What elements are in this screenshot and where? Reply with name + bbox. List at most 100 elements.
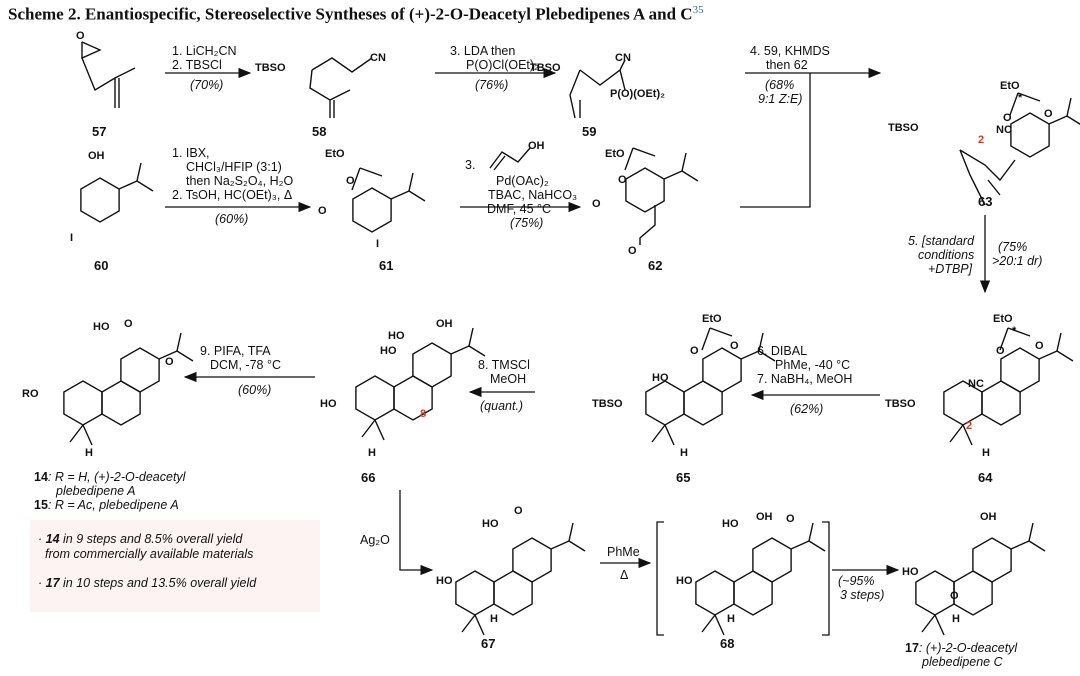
bond: [1028, 522, 1034, 542]
bond: [808, 540, 826, 552]
compound-65-ring-b: [683, 380, 723, 426]
compound-number-58: 58: [312, 124, 327, 139]
atom-label: *: [1018, 92, 1023, 104]
summary-note-box: [30, 520, 320, 612]
note-text: in 9 steps and 8.5% overall yield: [59, 532, 243, 546]
compound-67-ring-b: [493, 570, 533, 616]
atom-label: HO: [388, 330, 405, 342]
bond: [714, 614, 725, 636]
bond: [1048, 115, 1068, 125]
atom-label: I: [70, 232, 74, 244]
note-compound: 14: [45, 532, 60, 546]
compound-number-63: 63: [978, 194, 993, 209]
atom-label: H: [727, 613, 735, 625]
bond: [651, 424, 666, 443]
yield-label: (76%): [475, 78, 509, 92]
bond: [962, 424, 973, 446]
bond: [158, 350, 178, 360]
atom-label: 2: [978, 134, 985, 146]
atom-label: O: [318, 205, 327, 217]
bond: [359, 167, 383, 177]
atom-label: O: [950, 590, 959, 602]
reagent-line: DCM, -78 °C: [210, 358, 281, 372]
atom-label: O: [346, 175, 355, 187]
bracket-right: [822, 521, 830, 636]
reagent-line: then 62: [766, 58, 808, 72]
reagent-line: 4. 59, KHMDS: [750, 44, 830, 58]
yield-label: (75%: [998, 240, 1028, 254]
bond: [568, 540, 586, 552]
caption-17: 17: (+)-2-O-deacetyl: [905, 641, 1017, 655]
bond: [351, 167, 361, 191]
reagent-line: 7. NaBH₄, MeOH: [757, 372, 853, 386]
atom-label: TBSO: [255, 62, 286, 74]
atom-label: H: [368, 447, 376, 459]
caption-17-line2: plebedipene C: [922, 655, 1003, 669]
atom-label: OH: [528, 140, 545, 152]
atom-label: H: [85, 447, 93, 459]
bond: [1056, 332, 1062, 352]
yield-label: (68%: [765, 78, 795, 92]
atom-label: O: [514, 505, 523, 517]
compound-65-ring-a: [645, 380, 685, 426]
atom-label: O: [628, 245, 637, 257]
bond: [1038, 350, 1058, 360]
compound-64-ring-b: [981, 380, 1021, 426]
bond: [1056, 350, 1074, 362]
compound-number-67: 67: [481, 636, 496, 651]
atom-label: EtO: [993, 313, 1013, 325]
bond: [1066, 115, 1080, 125]
compound-66-ring-a: [355, 375, 395, 421]
compound-number-66: 66: [361, 470, 376, 485]
bond: [681, 152, 687, 172]
summary-note: · 17 in 10 steps and 13.5% overall yield: [38, 576, 257, 590]
atom-label: O: [786, 513, 795, 525]
yield-label: (~95%: [838, 574, 875, 588]
atom-label: EtO: [325, 148, 345, 160]
compound-14-ring-b: [101, 380, 141, 426]
compound-number-15: 15: [34, 498, 48, 512]
compound-number-65: 65: [676, 470, 691, 485]
atom-label: HO: [436, 575, 453, 587]
compound-66-ring-c: [412, 342, 452, 388]
atom-label: OH: [756, 511, 773, 523]
selectivity-label: >20:1 dr): [992, 254, 1043, 268]
atom-label: O: [996, 345, 1005, 357]
bond: [118, 180, 138, 190]
reagent-line: MeOH: [490, 372, 527, 386]
reagent-line: 6. DIBAL: [757, 344, 808, 358]
compound-number-62: 62: [648, 258, 663, 273]
bond: [450, 345, 470, 355]
compound-number-61: 61: [379, 258, 394, 273]
atom-label: EtO: [702, 313, 722, 325]
bond: [568, 522, 574, 542]
bond: [361, 419, 376, 438]
atom-label: P(O)(OEt)₂: [610, 88, 665, 100]
atom-label: HO: [482, 518, 499, 530]
bond: [1010, 540, 1030, 550]
bond: [408, 172, 414, 192]
atom-label: HO: [93, 321, 110, 333]
atom-label: H: [982, 447, 990, 459]
bond: [550, 540, 570, 550]
atom-label: TBSO: [888, 122, 919, 134]
bond: [701, 614, 716, 633]
reagent-line: PhMe, -40 °C: [775, 358, 851, 372]
reference-superscript[interactable]: 35: [692, 4, 704, 16]
caption-14: 14: R = H, (+)-2-O-deacetyl: [34, 470, 185, 484]
merge-line-62: [740, 73, 811, 208]
arrow-ag2o: [399, 490, 434, 576]
caption-text: : (+)-2-O-deacetyl: [918, 641, 1018, 655]
bond: [999, 327, 1009, 351]
atom-label: O: [1035, 340, 1044, 352]
bond: [921, 614, 936, 633]
atom-label: O: [124, 318, 133, 330]
bond: [934, 614, 945, 636]
atom-label: *: [1012, 325, 1017, 337]
compound-68-ring-c: [752, 537, 792, 583]
atom-label: HO: [722, 518, 739, 530]
reagent-line: 1. IBX,: [172, 146, 210, 160]
yield-label: (quant.): [480, 399, 524, 413]
scheme-title: Scheme 2. Enantiospecific, Stereoselecti…: [8, 4, 704, 25]
reagent-line: P(O)Cl(OEt)₂: [466, 58, 539, 72]
